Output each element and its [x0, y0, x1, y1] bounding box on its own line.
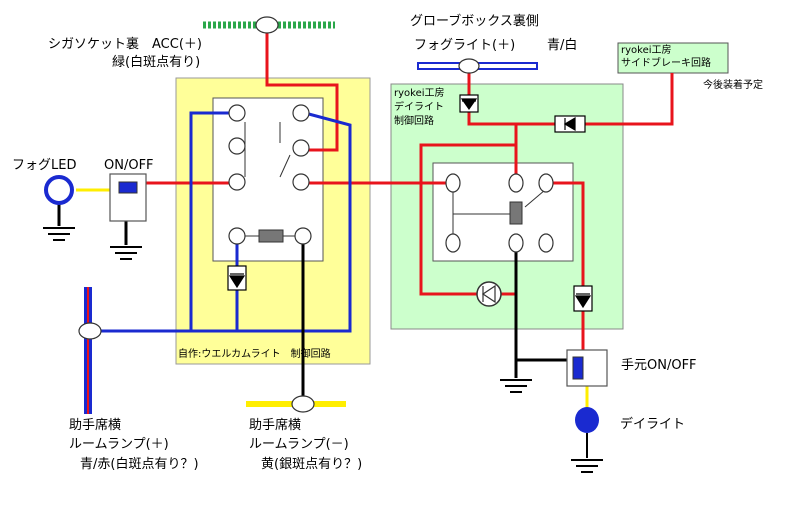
on-off-switch	[109, 173, 147, 222]
future-install-label: 今後装着予定	[703, 80, 763, 91]
room-plus-label-2: ルームランプ(＋)	[69, 437, 169, 452]
relay-2-internals	[452, 189, 546, 236]
daylight-lamp-icon	[575, 407, 599, 433]
on-off-label: ON/OFF	[104, 158, 154, 173]
fog-led-label: フォグLED	[12, 158, 77, 173]
ground-symbols	[43, 227, 603, 473]
relay-1-coil	[258, 229, 284, 243]
diodes	[227, 94, 593, 312]
fog-led-icon	[44, 175, 74, 205]
daylight-ctrl-label-2: デイライト	[394, 102, 444, 113]
side-brake-label-2: サイドブレーキ回路	[621, 58, 711, 69]
cigar-socket-label-1: シガソケット裏 ACC(＋)	[48, 37, 202, 52]
hand-on-off-label: 手元ON/OFF	[621, 358, 697, 373]
daylight-ctrl-label-1: ryokei工房	[394, 88, 445, 99]
room-minus-label-3: 黄(銀斑点有り？)	[261, 457, 363, 472]
foglight-plus-label: フォグライト(＋)	[414, 38, 516, 53]
daylight-label: デイライト	[620, 417, 686, 432]
yellow-wires	[76, 188, 589, 409]
on-off-switch-knob	[118, 181, 138, 194]
welcome-circuit-label: 自作:ウエルカムライト 制御回路	[178, 349, 331, 360]
side-brake-box	[617, 42, 729, 74]
side-brake-label-1: ryokei工房	[621, 45, 672, 56]
relay-2-coil	[509, 201, 523, 225]
glovebox-wire-color-label: 青/白	[547, 38, 578, 53]
room-minus-label-1: 助手席横	[249, 418, 302, 433]
round-diode-symbol	[481, 284, 496, 304]
daylight-ctrl-label-3: 制御回路	[394, 116, 434, 127]
connectors	[78, 16, 480, 413]
room-minus-label-2: ルームランプ(－)	[249, 437, 349, 452]
cigar-socket-label-2: 緑(白斑点有り)	[112, 55, 201, 70]
room-plus-label-1: 助手席横	[69, 418, 122, 433]
room-plus-label-3: 青/赤(白斑点有り？)	[80, 457, 199, 472]
hand-switch-knob	[572, 356, 584, 380]
black-wires	[57, 201, 567, 404]
relay-1-terminals	[228, 104, 312, 245]
relay-2-terminals	[445, 173, 554, 253]
round-diode	[476, 281, 502, 307]
glovebox-label: グローブボックス裏側	[410, 14, 539, 29]
